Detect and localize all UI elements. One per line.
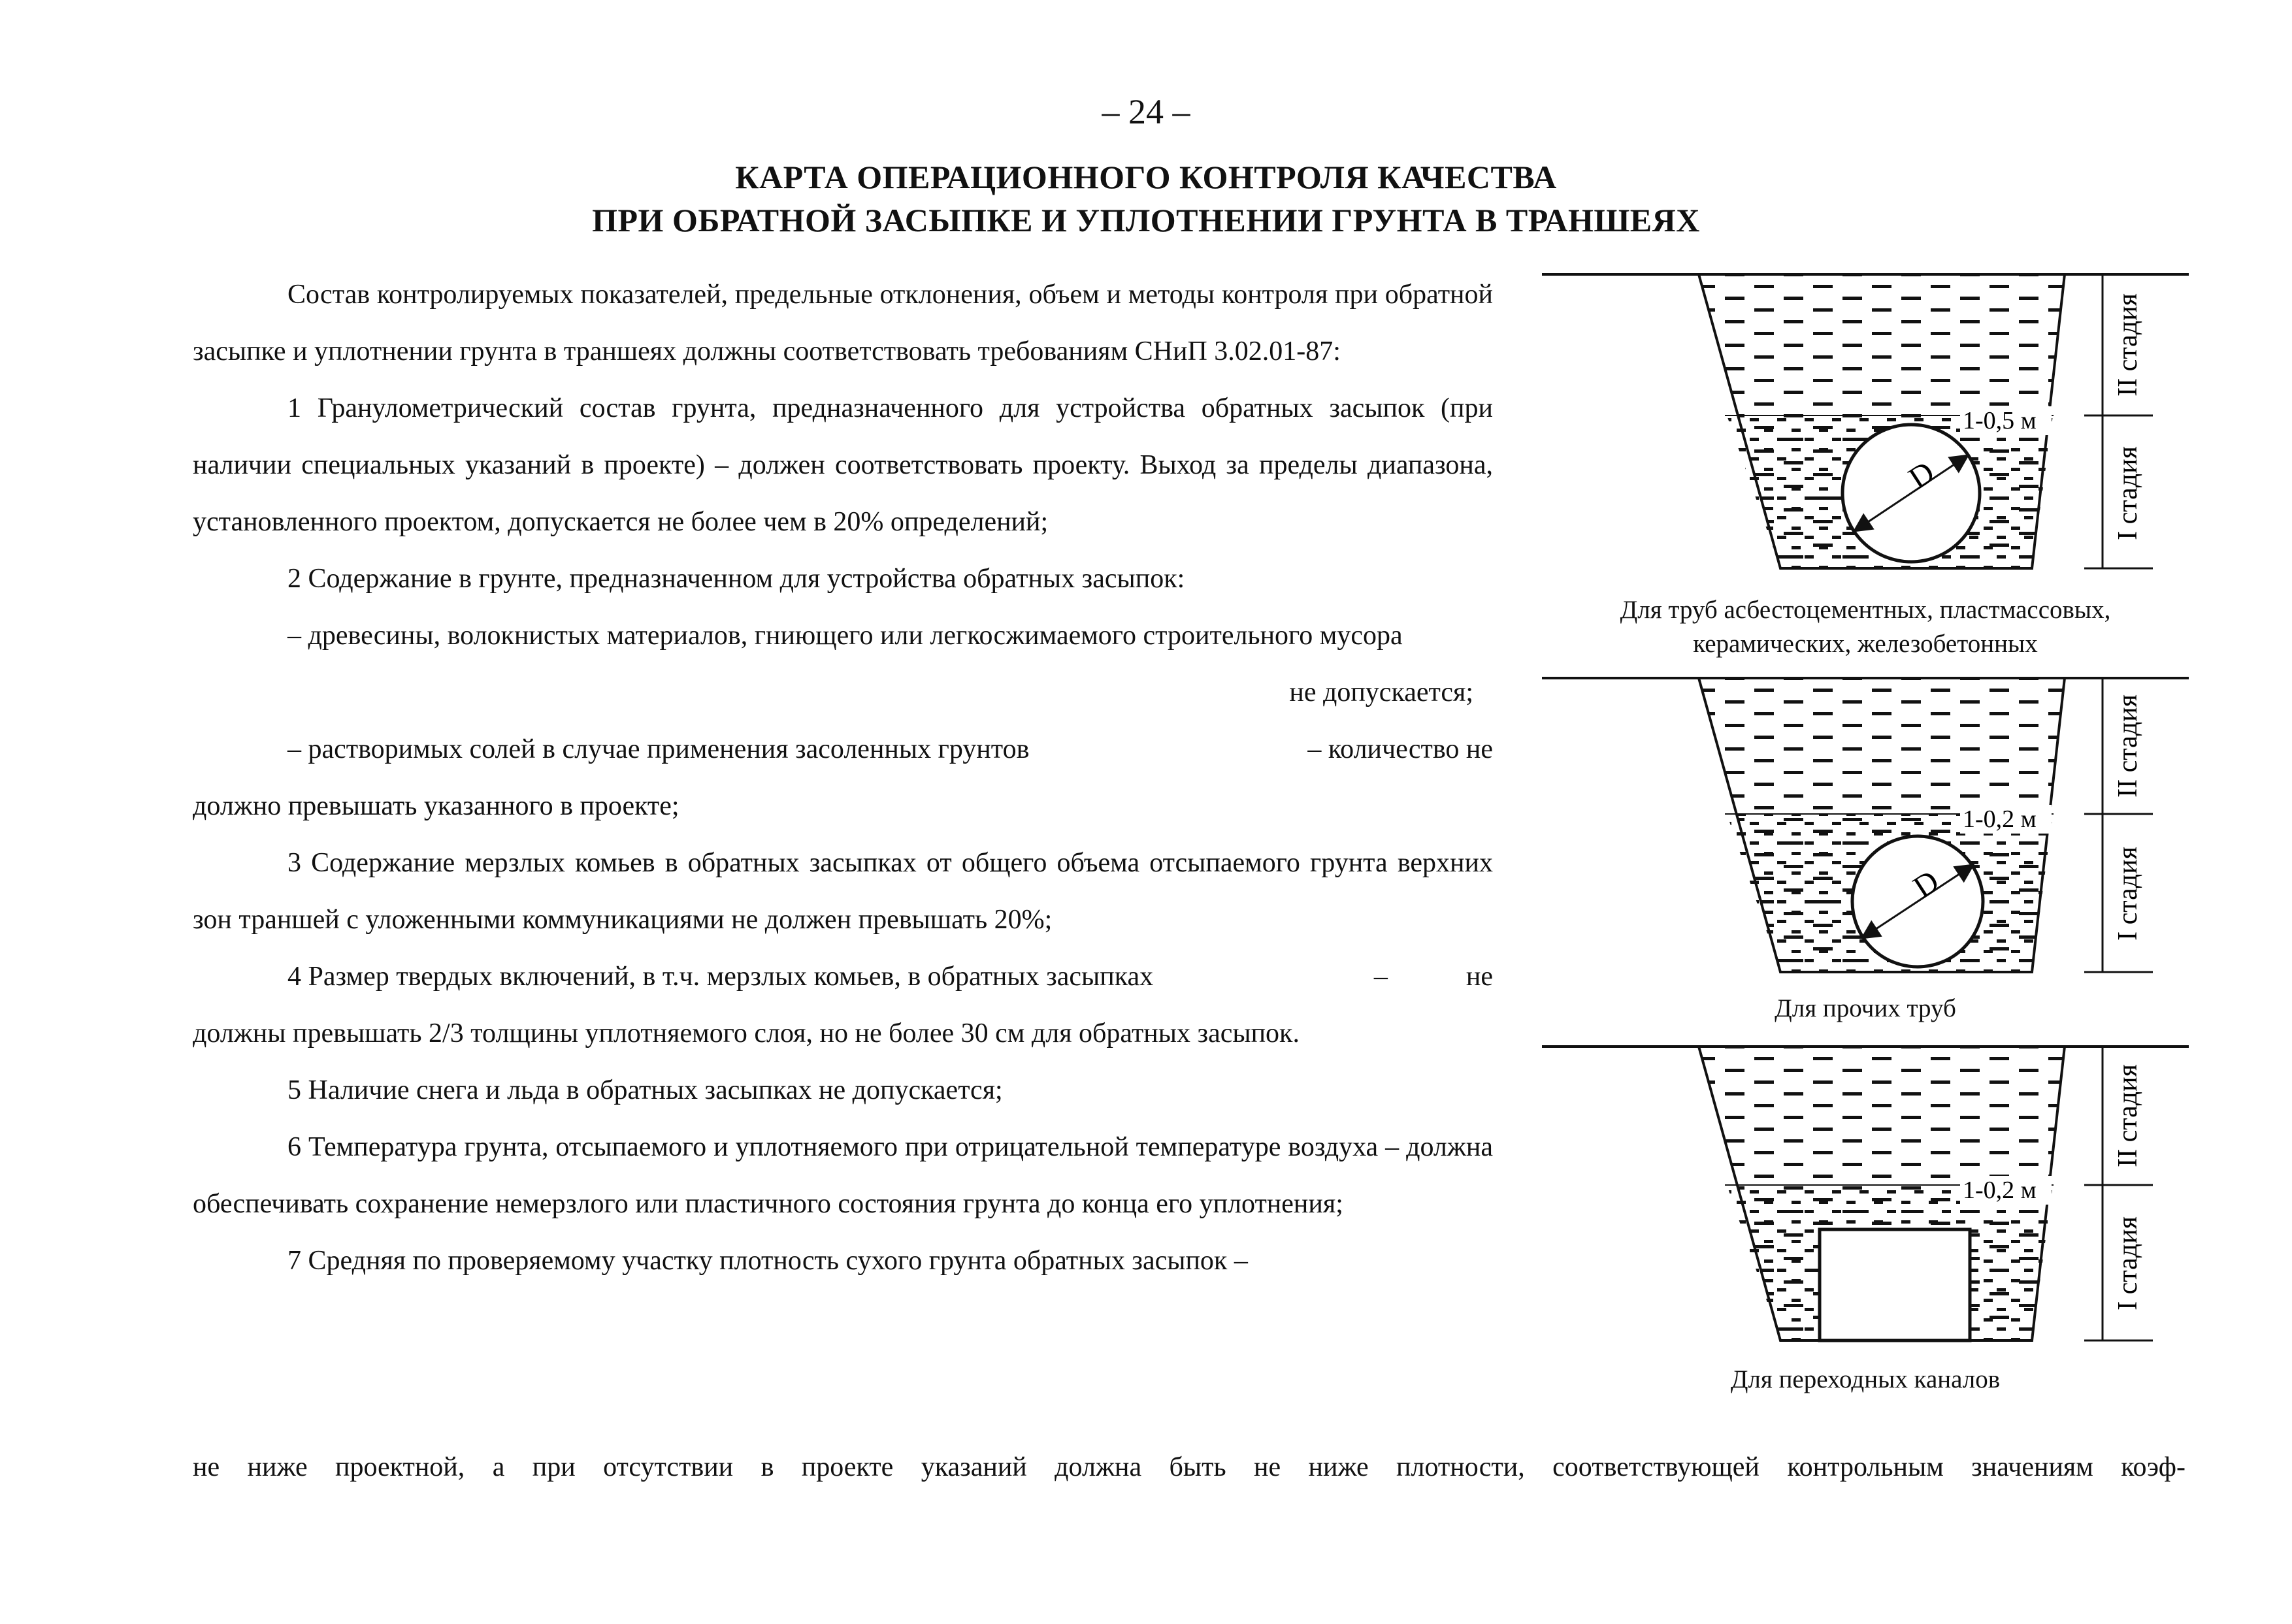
- stage-lower-label: I стадия: [2113, 446, 2143, 540]
- diameter-arrow: [1860, 864, 1975, 939]
- dimension-bg: [1960, 805, 2052, 834]
- title-line-1: КАРТА ОПЕРАЦИОННОГО КОНТРОЛЯ КАЧЕСТВА: [735, 159, 1557, 195]
- figure-2-caption: Для прочих труб: [1775, 994, 1956, 1022]
- figure-2-trench: D 1-0,2 м II стадия I стадия: [1542, 677, 2189, 973]
- title-line-2: ПРИ ОБРАТНОЙ ЗАСЫПКЕ И УПЛОТНЕНИИ ГРУНТА…: [592, 202, 1700, 238]
- stage-upper-label: II стадия: [2113, 293, 2143, 397]
- dimension-bg: [1960, 1176, 2052, 1205]
- page-title: КАРТА ОПЕРАЦИОННОГО КОНТРОЛЯ КАЧЕСТВА ПР…: [0, 155, 2292, 242]
- paragraph-2: 2 Содержание в грунте, предназначенном д…: [287, 564, 1185, 594]
- paragraph-5: 5 Наличие снега и льда в обратных засыпк…: [287, 1075, 1003, 1105]
- dimension-bg: [1960, 406, 2052, 435]
- figure-1-caption: Для труб асбестоцементных, пластмассовых…: [1620, 596, 2111, 658]
- paragraph-2a-text: – древесины, волокнистых материалов, гни…: [287, 621, 1403, 651]
- figure-1-trench: D 1-0,5 м II стадия I стадия: [1542, 273, 2189, 570]
- paragraph-2b-left: – растворимых солей в случае применения …: [287, 734, 1030, 764]
- body-text: Состав контролируемых показателей, преде…: [193, 267, 1493, 1290]
- paragraph-3: 3 Содержание мерзлых комьев в обратных з…: [193, 848, 1493, 935]
- figure-3-trench: 1-0,2 м II стадия I стадия: [1542, 1045, 2189, 1342]
- page-number: – 24 –: [1102, 92, 1190, 131]
- dimension-label: 1-0,2 м: [1963, 1177, 2037, 1204]
- paragraph-2a-value: не допускается;: [1289, 677, 1473, 707]
- paragraph-7: 7 Средняя по проверяемому участку плотно…: [287, 1246, 1248, 1276]
- stage-upper-label: II стадия: [2113, 1064, 2143, 1167]
- trench-diagrams: D 1-0,5 м II стадия I стадия D 1-0,2 м I…: [1542, 273, 2189, 1342]
- paragraph-2b-row: – растворимых солей в случае применения …: [193, 721, 1493, 778]
- paragraph-6: 6 Температура грунта, отсыпаемого и упло…: [193, 1132, 1493, 1219]
- paragraph-7-continuation: не ниже проектной, а при отсутствии в пр…: [193, 1452, 2186, 1482]
- channel-box: [1818, 1227, 1972, 1342]
- diameter-arrow: [1852, 454, 1970, 532]
- paragraph-2b-right: – количество не: [1307, 734, 1493, 764]
- stage-lower-label: I стадия: [2113, 847, 2143, 941]
- stage-lower-label: I стадия: [2113, 1216, 2143, 1310]
- paragraph-2b-rest: должно превышать указанного в проекте;: [193, 791, 679, 821]
- paragraph-2a: – древесины, волокнистых материалов, гни…: [193, 608, 1493, 664]
- dimension-label: 1-0,5 м: [1963, 407, 2037, 434]
- paragraph-4-rest: должны превышать 2/3 толщины уплотняемог…: [193, 1018, 1300, 1048]
- paragraph-intro: Состав контролируемых показателей, преде…: [193, 280, 1493, 366]
- paragraph-4-right: не: [1465, 962, 1493, 992]
- paragraph-4-row: 4 Размер твердых включений, в т.ч. мерзл…: [193, 949, 1493, 1005]
- dimension-label: 1-0,2 м: [1963, 805, 2037, 833]
- paragraph-4-left: 4 Размер твердых включений, в т.ч. мерзл…: [287, 962, 1154, 992]
- stage-upper-label: II стадия: [2113, 694, 2143, 798]
- figure-3-caption: Для переходных каналов: [1730, 1365, 2001, 1393]
- paragraph-1: 1 Гранулометрический состав грунта, пред…: [193, 393, 1493, 537]
- paragraph-4-dash: –: [1373, 962, 1388, 992]
- paragraph-2a-value-row: не допускается;: [193, 664, 1493, 721]
